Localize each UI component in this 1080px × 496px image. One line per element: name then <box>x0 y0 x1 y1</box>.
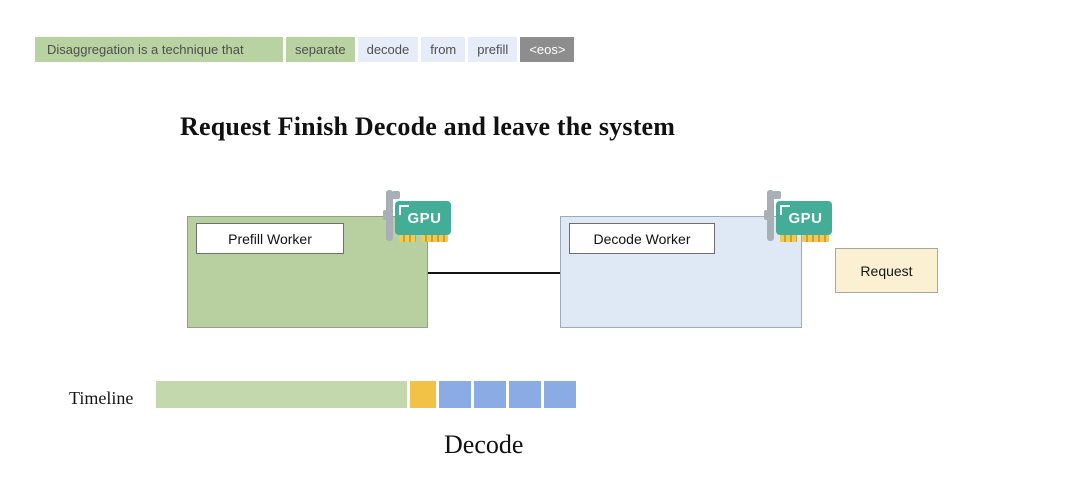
timeline-segment-decode-step <box>509 381 541 408</box>
worker-connector-line <box>428 272 560 274</box>
request-label: Request <box>860 262 913 279</box>
timeline-caption: Decode <box>444 430 524 459</box>
decode-worker-label: Decode Worker <box>569 223 715 254</box>
gpu-label: GPU <box>788 209 823 227</box>
gpu-pins <box>802 235 829 242</box>
token-chip-eos-token: <eos> <box>520 37 575 62</box>
timeline-segment-decode-step <box>544 381 576 408</box>
diagram-title: Request Finish Decode and leave the syst… <box>180 112 676 141</box>
gpu-bracket <box>386 190 393 241</box>
gpu-pins <box>780 235 797 242</box>
gpu-pins <box>421 235 448 242</box>
gpu-card: GPU <box>395 201 451 235</box>
timeline-segment-decode-step <box>439 381 471 408</box>
timeline-segment-prefill <box>156 381 407 408</box>
timeline-label: Timeline <box>69 388 134 408</box>
timeline-segment-decode-step <box>474 381 506 408</box>
gpu-pins <box>399 235 416 242</box>
timeline-segment-first-decode-step <box>410 381 436 408</box>
gpu-bracket-tab <box>773 191 781 199</box>
gpu-icon: GPU <box>383 189 453 243</box>
gpu-icon: GPU <box>764 189 834 243</box>
gpu-bracket <box>767 190 774 241</box>
token-chip-decode-token: from <box>421 37 466 62</box>
gpu-bracket-tab <box>392 191 400 199</box>
gpu-corner-mark <box>780 205 790 215</box>
prefill-worker-label: Prefill Worker <box>196 223 344 254</box>
gpu-bracket-bump <box>383 210 387 220</box>
gpu-bracket-bump <box>764 210 768 220</box>
token-chip-prompt: Disaggregation is a technique that <box>35 37 283 62</box>
timeline-bar <box>156 381 576 408</box>
token-chip-prefill-token: separate <box>286 37 355 62</box>
gpu-card: GPU <box>776 201 832 235</box>
token-chip-decode-token: decode <box>357 37 419 62</box>
decode-worker-box: Decode Worker <box>560 216 802 328</box>
gpu-corner-mark <box>399 205 409 215</box>
gpu-label: GPU <box>407 209 442 227</box>
token-chip-decode-token: prefill <box>468 37 518 62</box>
request-box: Request <box>835 248 938 293</box>
